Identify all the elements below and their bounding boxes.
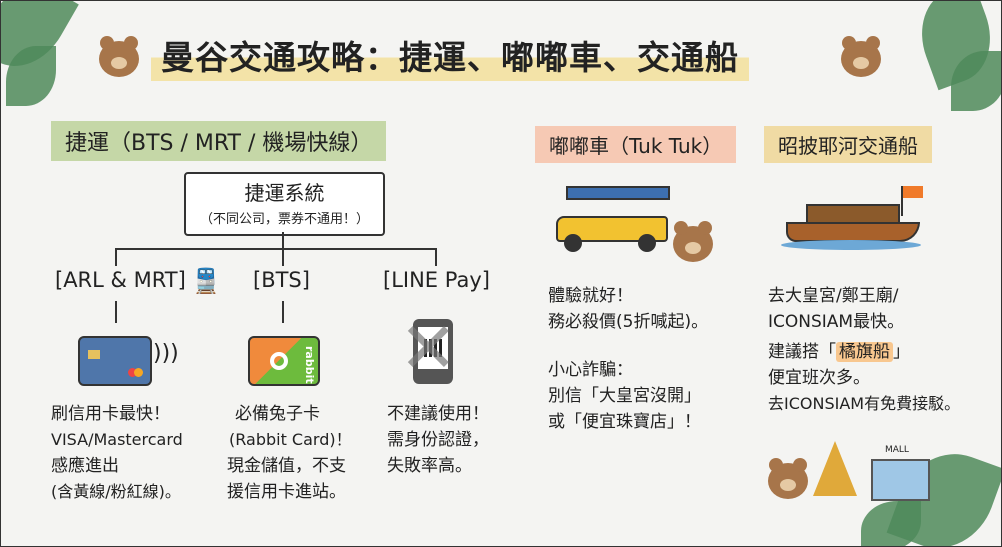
text: 」 (893, 342, 910, 362)
rabbit-card-text: rabbit (303, 346, 316, 384)
tuktuk-heading: 嘟嘟車（Tuk Tuk） (535, 126, 737, 163)
text-line: ICONSIAM最快。 (768, 312, 905, 332)
connector (115, 248, 117, 266)
bear-icon (99, 36, 139, 77)
text-line (548, 335, 708, 357)
text: 建議搭「 (768, 342, 836, 362)
temple-icon (813, 441, 857, 496)
contactless-icon: ))) (153, 341, 179, 366)
boat-icon (781, 186, 923, 256)
text-line: 去大皇宮/鄭王廟/ (768, 286, 899, 306)
boat-description: 去大皇宮/鄭王廟/ ICONSIAM最快。 建議搭「橘旗船」 便宜班次多。 去I… (768, 283, 960, 417)
boat-heading: 昭披耶河交通船 (764, 126, 932, 163)
tuktuk-icon (556, 186, 670, 256)
text-line: 不建議使用！ (387, 404, 489, 424)
text-line: 感應進出 (51, 456, 119, 476)
text-line: 刷信用卡最快！ (51, 404, 170, 424)
branch-label-bts: [BTS] (253, 268, 310, 292)
orange-flag-boat-highlight: 橘旗船 (836, 342, 893, 362)
bear-icon (768, 458, 808, 499)
bear-icon (841, 36, 881, 77)
connector (115, 248, 437, 250)
mall-label: MALL (885, 445, 909, 455)
arl-mrt-description: 刷信用卡最快！ VISA/Mastercard 感應進出 (含黃線/粉紅線)。 (51, 401, 183, 505)
text-line: 小心詐騙： (548, 360, 633, 380)
text-line: (含黃線/粉紅線)。 (51, 482, 181, 501)
line-pay-description: 不建議使用！ 需身份認證， 失敗率高。 (387, 401, 489, 479)
text-line: VISA/Mastercard (51, 430, 183, 449)
rabbit-card-icon: rabbit (248, 336, 320, 386)
bear-icon (673, 221, 713, 262)
credit-card-icon (78, 336, 152, 386)
branch-label-arl-mrt: [ARL & MRT] (55, 268, 186, 292)
system-note: （不同公司，票券不通用！） (199, 212, 369, 227)
branch-label-line-pay: [LINE Pay] (383, 268, 490, 292)
phone-qr-icon (413, 319, 453, 384)
mall-building-icon (871, 459, 930, 501)
text-line: 援信用卡進站。 (227, 482, 346, 502)
text-line: 或「便宜珠寶店」！ (548, 412, 701, 432)
monstera-leaf-icon (861, 501, 921, 546)
text-line: 必備兔子卡 (235, 404, 320, 424)
text-line: 需身份認證， (387, 430, 489, 450)
system-title: 捷運系統 (244, 181, 325, 205)
monstera-leaf-icon (951, 51, 1001, 111)
cross-icon: ✕ (399, 307, 458, 389)
connector (282, 248, 284, 266)
metro-heading: 捷運（BTS / MRT / 機場快線） (51, 121, 387, 161)
text-line: 現金儲值，不支 (227, 456, 346, 476)
text-line: 去ICONSIAM有免費接駁。 (768, 394, 961, 413)
text-line: 務必殺價(5折喊起)。 (548, 312, 709, 332)
text-line: 建議搭「橘旗船」 (768, 339, 960, 365)
connector (115, 301, 117, 323)
text-line: 別信「大皇宮沒開」 (548, 386, 701, 406)
connector (435, 248, 437, 266)
tuktuk-description: 體驗就好！ 務必殺價(5折喊起)。 小心詐騙： 別信「大皇宮沒開」 或「便宜珠寶… (548, 283, 708, 435)
metro-system-box: 捷運系統 （不同公司，票券不通用！） (184, 172, 385, 236)
connector (282, 301, 284, 323)
connector (282, 232, 284, 249)
text-line: (Rabbit Card)！ (229, 430, 352, 449)
text-line: 便宜班次多。 (768, 368, 870, 388)
text-line: 體驗就好！ (548, 286, 633, 306)
bts-description: 必備兔子卡 (Rabbit Card)！ 現金儲值，不支 援信用卡進站。 (227, 401, 352, 505)
train-icon: 🚆 (191, 267, 221, 295)
page-title: 曼谷交通攻略：捷運、嘟嘟車、交通船 (151, 29, 749, 81)
text-line: 失敗率高。 (387, 456, 472, 476)
